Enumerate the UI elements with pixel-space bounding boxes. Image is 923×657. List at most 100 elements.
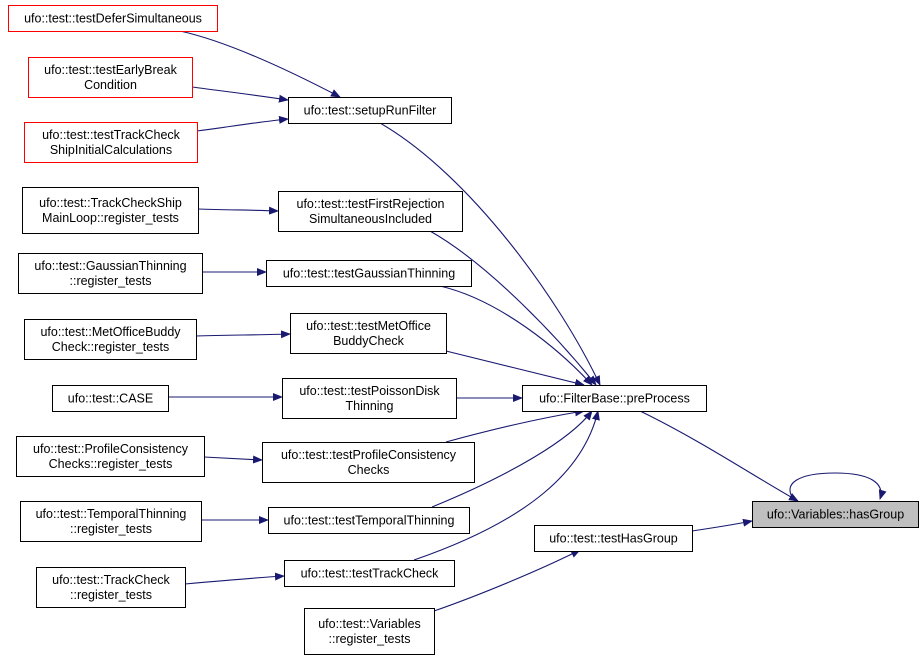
node-layer: ufo::test::testDeferSimultaneousufo::tes… [8,5,919,655]
node-firstrej[interactable]: ufo::test::testFirstRejectionSimultaneou… [278,191,463,232]
edge-earlybreak-to-setup [191,86,289,103]
edge-layer [168,30,887,612]
edge-profile-to-preprocess [445,408,585,443]
node-box [278,191,463,232]
edge-defer-to-setup [179,30,341,98]
node-box [36,567,186,608]
node-label: BuddyCheck [333,334,405,348]
node-label: ufo::test::CASE [68,392,153,406]
edge-preprocess-to-hasgroup [639,410,799,502]
node-preprocess[interactable]: ufo::FilterBase::preProcess [522,385,707,412]
node-box [8,5,218,32]
node-label: ufo::test::testEarlyBreak [44,63,177,77]
edge-setup-to-preprocess [379,122,601,386]
node-tcsmain[interactable]: ufo::test::TrackCheckShipMainLoop::regis… [22,187,199,234]
edge-buddy-to-preprocess [445,350,585,387]
node-label: ufo::test::testTrackCheck [301,567,440,581]
node-defer[interactable]: ufo::test::testDeferSimultaneous [8,5,218,32]
node-label: ufo::test::MetOfficeBuddy [40,325,181,339]
edge-hasgrouptest-to-hasgroup [691,518,753,532]
node-box [16,436,205,477]
node-label: ufo::test::testDeferSimultaneous [24,12,202,26]
node-label: ufo::test::TrackCheckShip [39,196,182,210]
node-label: Check::register_tests [52,340,169,354]
node-label: Thinning [346,399,394,413]
node-label: ::register_tests [70,274,152,288]
node-box [752,501,919,528]
node-profilereg[interactable]: ufo::test::ProfileConsistencyChecks::reg… [16,436,205,477]
node-trackship[interactable]: ufo::test::testTrackCheckShipInitialCalc… [24,122,198,163]
edge-gauss-to-preprocess [439,285,593,386]
node-label: ShipInitialCalculations [50,143,172,157]
edge-tcreg-to-tc [184,572,285,585]
node-label: ufo::test::testHasGroup [549,532,678,546]
node-label: ufo::test::setupRunFilter [304,104,437,118]
node-label: Condition [84,78,137,92]
node-box [20,501,202,542]
node-label: ufo::test::testTemporalThinning [284,514,455,528]
node-label: ::register_tests [70,588,152,602]
node-label: ufo::test::testGaussianThinning [283,267,455,281]
node-label: ufo::test::testProfileConsistency [281,448,457,462]
node-box [522,385,707,412]
node-gauss[interactable]: ufo::test::testGaussianThinning [266,260,472,287]
node-box [18,253,203,294]
edge-profilereg-to-profile [203,455,263,464]
node-label: ufo::test::Variables [318,617,421,631]
edge-trackship-to-setup [196,115,289,132]
node-label: ufo::test::TrackCheck [52,573,170,587]
node-label: SimultaneousIncluded [309,212,432,226]
node-label: MainLoop::register_tests [42,211,179,225]
node-case[interactable]: ufo::test::CASE [52,385,169,412]
node-label: ufo::test::testMetOffice [306,319,431,333]
edge-buddyreg-to-buddy [195,330,291,339]
node-label: Checks::register_tests [49,457,173,471]
node-temp[interactable]: ufo::test::testTemporalThinning [268,507,470,534]
node-label: ufo::test::GaussianThinning [34,259,186,273]
edge-tcsmain-to-firstrej [197,206,279,215]
node-box [290,313,447,354]
node-box [24,319,197,360]
node-label: ::register_tests [329,632,411,646]
node-label: ufo::FilterBase::preProcess [539,392,690,406]
node-gaussreg[interactable]: ufo::test::GaussianThinning::register_te… [18,253,203,294]
node-label: ufo::test::testPoissonDisk [299,384,440,398]
edge-temp-to-preprocess [431,410,593,508]
edge-tc-to-preprocess [413,410,600,561]
node-box [282,378,457,419]
node-label: ufo::Variables::hasGroup [767,508,904,522]
node-setup[interactable]: ufo::test::setupRunFilter [288,97,452,124]
node-box [304,608,435,655]
node-box [28,57,193,98]
node-tempreg[interactable]: ufo::test::TemporalThinning::register_te… [20,501,202,542]
node-label: ufo::test::testTrackCheck [42,128,181,142]
node-buddyreg[interactable]: ufo::test::MetOfficeBuddyCheck::register… [24,319,197,360]
node-label: ufo::test::ProfileConsistency [33,442,189,456]
edge-varreg-to-hasgrouptest [433,549,581,612]
node-box [268,507,470,534]
node-box [284,560,455,587]
node-box [52,385,169,412]
edge-firstrej-to-preprocess [429,230,597,386]
node-box [266,260,472,287]
node-hasgroup: ufo::Variables::hasGroup [752,501,919,528]
node-tc[interactable]: ufo::test::testTrackCheck [284,560,455,587]
node-box [24,122,198,163]
node-box [288,97,452,124]
node-box [22,187,199,234]
node-box [534,525,693,552]
edge-hasgroup-to-hasgroup [789,472,887,502]
node-label: Checks [348,463,390,477]
node-tcreg[interactable]: ufo::test::TrackCheck::register_tests [36,567,186,608]
node-label: ufo::test::TemporalThinning [36,507,187,521]
node-hasgrouptest[interactable]: ufo::test::testHasGroup [534,525,693,552]
node-label: ::register_tests [70,522,152,536]
node-box [262,442,475,483]
node-label: ufo::test::testFirstRejection [297,197,445,211]
node-varreg[interactable]: ufo::test::Variables::register_tests [304,608,435,655]
